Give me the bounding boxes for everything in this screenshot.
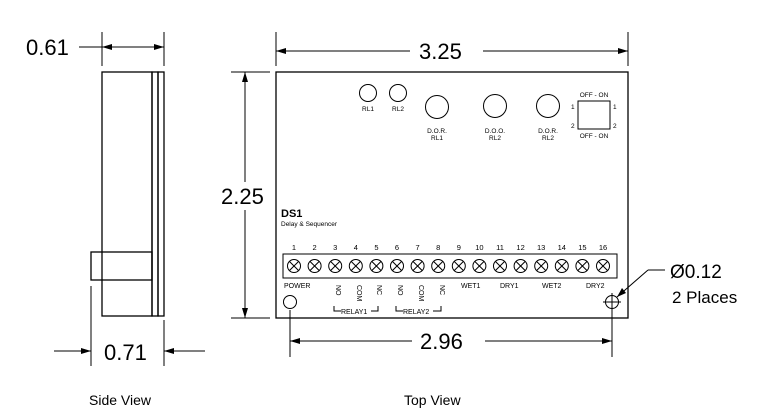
terminal-screw bbox=[493, 259, 507, 273]
relay2-pin-com: COM bbox=[417, 285, 424, 302]
height-dimension: 2.25 bbox=[221, 184, 264, 209]
side-thickness-dimension: 0.61 bbox=[26, 35, 69, 60]
side-pcb bbox=[151, 71, 159, 317]
dip-right-2: 2 bbox=[613, 123, 617, 130]
terminal-number: 10 bbox=[475, 243, 483, 252]
pot-dor-rl2 bbox=[536, 94, 560, 118]
terminal-number: 13 bbox=[537, 243, 545, 252]
pot-doo-rl2 bbox=[483, 94, 507, 118]
pot-dor-rl1 bbox=[425, 95, 449, 119]
pot-3-line2: RL2 bbox=[542, 135, 554, 142]
terminal-number: 9 bbox=[457, 243, 461, 252]
terminal-number: 5 bbox=[374, 243, 378, 252]
terminal-number: 1 bbox=[292, 243, 296, 252]
relay2-pin-no: NO bbox=[396, 285, 403, 296]
top-view-caption: Top View bbox=[404, 392, 461, 408]
terminal-number: 7 bbox=[416, 243, 420, 252]
label-power: POWER bbox=[284, 283, 310, 290]
terminal-screw bbox=[410, 259, 425, 273]
hole-diameter: Ø0.12 bbox=[670, 262, 722, 283]
terminal-screw bbox=[596, 259, 610, 273]
pot-3-line1: D.O.R. bbox=[538, 128, 558, 135]
dip-top-label: OFF - ON bbox=[580, 92, 609, 99]
power-led bbox=[283, 295, 297, 309]
dip-switch bbox=[577, 100, 611, 130]
side-view-caption: Side View bbox=[89, 392, 152, 408]
board-outline bbox=[275, 71, 629, 319]
label-wet1: WET1 bbox=[461, 283, 481, 290]
terminal-number: 8 bbox=[436, 243, 440, 252]
terminal-screws bbox=[287, 259, 610, 273]
label-dry1: DRY1 bbox=[500, 283, 519, 290]
terminal-screw bbox=[348, 259, 363, 273]
pot-1-line2: RL1 bbox=[431, 135, 443, 142]
led-rl2 bbox=[389, 84, 407, 102]
board-subtitle: Delay & Sequencer bbox=[281, 221, 338, 228]
led-rl1-label: RL1 bbox=[362, 106, 374, 113]
hole-spacing-dimension: 2.96 bbox=[420, 329, 463, 354]
terminal-screw bbox=[472, 259, 487, 273]
terminal-number: 15 bbox=[578, 243, 586, 252]
terminal-screw bbox=[307, 259, 322, 273]
terminal-number: 4 bbox=[354, 243, 358, 252]
hole-count: 2 Places bbox=[672, 288, 737, 307]
width-dimension: 3.25 bbox=[419, 39, 462, 64]
terminal-screw bbox=[369, 259, 384, 273]
terminal-number: 14 bbox=[558, 243, 566, 252]
terminal-number: 2 bbox=[313, 243, 317, 252]
pot-2-line1: D.O.O. bbox=[485, 128, 505, 135]
led-rl2-label: RL2 bbox=[392, 106, 404, 113]
side-pcb-edge bbox=[157, 71, 165, 317]
terminal-screw bbox=[328, 259, 343, 273]
pot-1-line1: D.O.R. bbox=[427, 128, 447, 135]
board-name: DS1 bbox=[281, 208, 302, 220]
relay1-pin-nc: NC bbox=[375, 285, 382, 295]
terminal-number: 6 bbox=[395, 243, 399, 252]
dip-bottom-label: OFF - ON bbox=[580, 133, 609, 140]
led-rl1 bbox=[359, 84, 377, 102]
dip-right-1: 1 bbox=[613, 104, 617, 111]
terminal-screw bbox=[534, 259, 549, 273]
terminal-screw bbox=[575, 259, 590, 273]
terminal-screw bbox=[451, 259, 466, 273]
label-wet2: WET2 bbox=[542, 283, 562, 290]
side-terminal-block bbox=[90, 251, 153, 281]
pot-2-line2: RL2 bbox=[489, 135, 501, 142]
terminal-number: 12 bbox=[516, 243, 524, 252]
top-view: 3.25 2.25 RL1 RL2 D.O.R. RL1 D.O.O. RL2 … bbox=[221, 32, 737, 408]
relay1-pin-no: NO bbox=[334, 285, 341, 296]
terminal-screw bbox=[287, 259, 301, 273]
relay2-pin-nc: NC bbox=[438, 285, 445, 295]
terminal-screw bbox=[513, 259, 528, 273]
dip-left-2: 2 bbox=[571, 123, 575, 130]
side-view: 0.61 0.71 Side View bbox=[26, 32, 205, 408]
terminal-screw bbox=[554, 259, 569, 273]
terminal-number: 16 bbox=[599, 243, 607, 252]
dip-left-1: 1 bbox=[571, 104, 575, 111]
relay1-pin-com: COM bbox=[355, 285, 362, 302]
label-relay2: RELAY2 bbox=[403, 309, 429, 316]
label-relay1: RELAY1 bbox=[341, 309, 367, 316]
terminal-block bbox=[282, 253, 618, 279]
terminal-number: 11 bbox=[496, 243, 504, 252]
label-dry2: DRY2 bbox=[586, 283, 605, 290]
terminal-number: 3 bbox=[333, 243, 337, 252]
side-depth-dimension: 0.71 bbox=[104, 340, 147, 365]
terminal-screw bbox=[390, 259, 404, 273]
terminal-screw bbox=[431, 259, 446, 273]
